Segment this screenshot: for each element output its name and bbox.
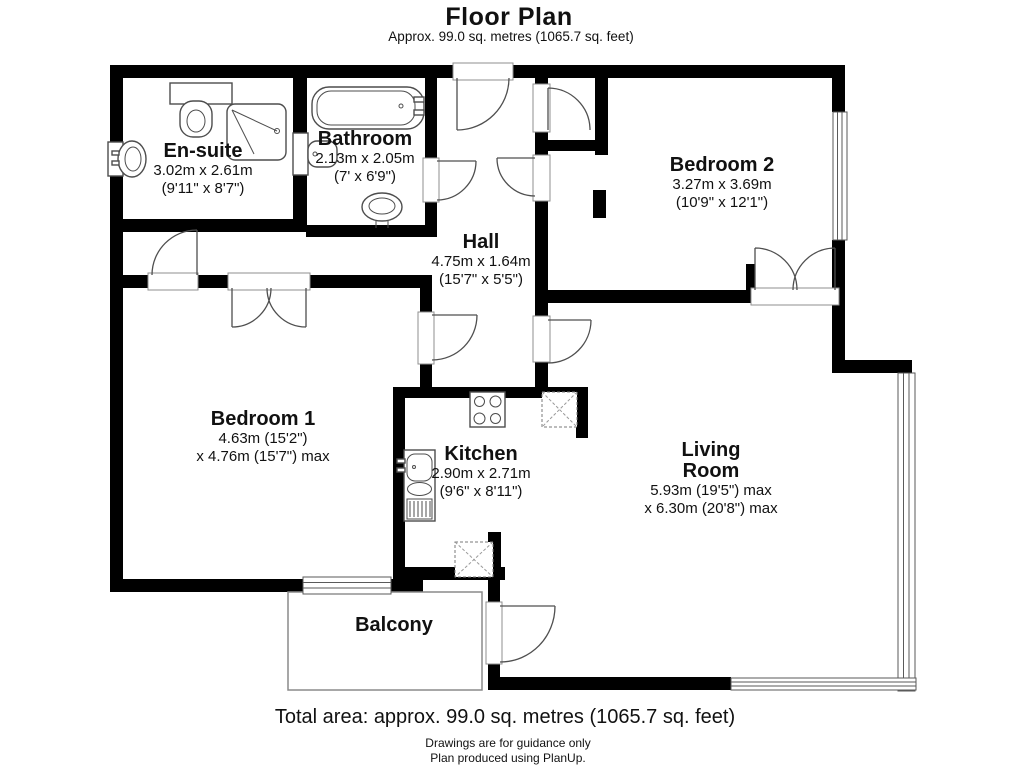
room-name: Balcony	[355, 614, 433, 636]
appliance-space-icon-top	[541, 391, 578, 428]
room-dim-metric: 3.02m x 2.61m	[153, 162, 253, 179]
room-dim-metric: 4.75m x 1.64m	[431, 253, 531, 270]
cupboard-door-frame	[532, 83, 551, 133]
credit-text: Plan produced using PlanUp.	[430, 751, 586, 765]
bedroom1-window	[302, 576, 392, 595]
disclaimer-text: Drawings are for guidance only	[425, 736, 591, 750]
room-name: Bathroom	[317, 128, 413, 150]
bedroom1-double-door-swing	[231, 287, 307, 328]
page-subtitle: Approx. 99.0 sq. metres (1065.7 sq. feet…	[388, 29, 634, 44]
bedroom2-door-swing	[496, 157, 536, 197]
page-title: Floor Plan	[445, 3, 573, 31]
room-label-ensuite: En-suite 3.02m x 2.61m (9'11" x 8'7")	[153, 141, 252, 197]
room-label-living-room: Living Room 5.93m (19'5") max x 6.30m (2…	[644, 440, 777, 517]
balcony-door-swing	[499, 605, 556, 663]
room-name: En-suite	[163, 140, 243, 162]
toilet-icon-ensuite	[179, 100, 213, 138]
bathroom-door-frame	[422, 157, 440, 203]
room-dim-imperial: (7' x 6'9")	[334, 167, 396, 185]
room-dim-imperial: (10'9" x 12'1")	[675, 193, 769, 211]
room-name: Hall	[462, 231, 500, 253]
front-door-swing	[456, 77, 510, 131]
room-dim-imperial: x 4.76m (15'7") max	[196, 447, 330, 465]
room-label-balcony: Balcony	[355, 615, 433, 636]
bedroom2-door-frame	[532, 154, 551, 202]
room-label-bedroom2: Bedroom 2 3.27m x 3.69m (10'9" x 12'1")	[670, 155, 774, 211]
room-name-line1: Living	[681, 439, 741, 461]
living-room-door-swing	[547, 319, 592, 364]
room-dim-metric: 2.13m x 2.05m	[315, 150, 415, 167]
room-name-line2: Room	[682, 460, 740, 482]
living-room-window-right	[897, 372, 916, 692]
room-name: Bedroom 1	[210, 408, 316, 430]
living-room-door-frame	[532, 315, 551, 363]
bedroom2-window	[832, 111, 848, 241]
room-dim-metric: 4.63m (15'2")	[218, 430, 308, 447]
bedroom2-french-door-frame	[750, 287, 840, 306]
fixtures	[107, 82, 578, 578]
room-label-bedroom1: Bedroom 1 4.63m (15'2") x 4.76m (15'7") …	[196, 409, 329, 465]
bedroom1-double-door-frame	[227, 272, 311, 291]
room-dim-metric: 3.27m x 3.69m	[672, 176, 772, 193]
basin-icon-bathroom	[292, 132, 338, 176]
shower-icon	[226, 103, 287, 161]
room-dim-imperial: x 6.30m (20'8") max	[644, 499, 778, 517]
room-dim-metric: 2.90m x 2.71m	[431, 465, 531, 482]
room-label-kitchen: Kitchen 2.90m x 2.71m (9'6" x 8'11")	[431, 444, 530, 500]
door-frames	[147, 62, 840, 665]
room-dim-metric: 5.93m (19'5") max	[650, 482, 772, 499]
room-name: Bedroom 2	[669, 154, 775, 176]
room-dim-imperial: (15'7" x 5'5")	[439, 270, 523, 288]
toilet-icon-bathroom	[361, 192, 403, 228]
bathtub-icon	[311, 86, 425, 130]
front-door-frame	[452, 62, 514, 81]
bedroom1-hall-door-swing	[431, 314, 478, 361]
living-room-window-bottom	[730, 677, 917, 691]
windows	[302, 111, 917, 692]
kitchen-sink-icon	[396, 449, 436, 522]
room-name: Kitchen	[444, 443, 518, 465]
appliance-space-icon-bottom	[454, 541, 494, 578]
basin-icon-ensuite	[107, 140, 147, 178]
ensuite-door-frame	[147, 272, 199, 291]
balcony-door-frame	[485, 601, 503, 665]
cupboard-door-swing	[547, 87, 591, 131]
room-label-bathroom: Bathroom 2.13m x 2.05m (7' x 6'9")	[315, 129, 414, 185]
balcony-outline	[287, 591, 483, 691]
total-area-text: Total area: approx. 99.0 sq. metres (106…	[274, 706, 736, 728]
room-dim-imperial: (9'6" x 8'11")	[439, 482, 523, 500]
bathroom-door-swing	[436, 160, 477, 201]
room-dim-imperial: (9'11" x 8'7")	[161, 179, 245, 197]
bedroom1-hall-door-frame	[417, 311, 435, 365]
room-label-hall: Hall 4.75m x 1.64m (15'7" x 5'5")	[431, 232, 530, 288]
ensuite-door-swing	[151, 229, 198, 276]
door-swings	[151, 77, 836, 663]
bedroom2-french-door-swing	[754, 247, 836, 291]
hob-icon	[469, 391, 506, 428]
